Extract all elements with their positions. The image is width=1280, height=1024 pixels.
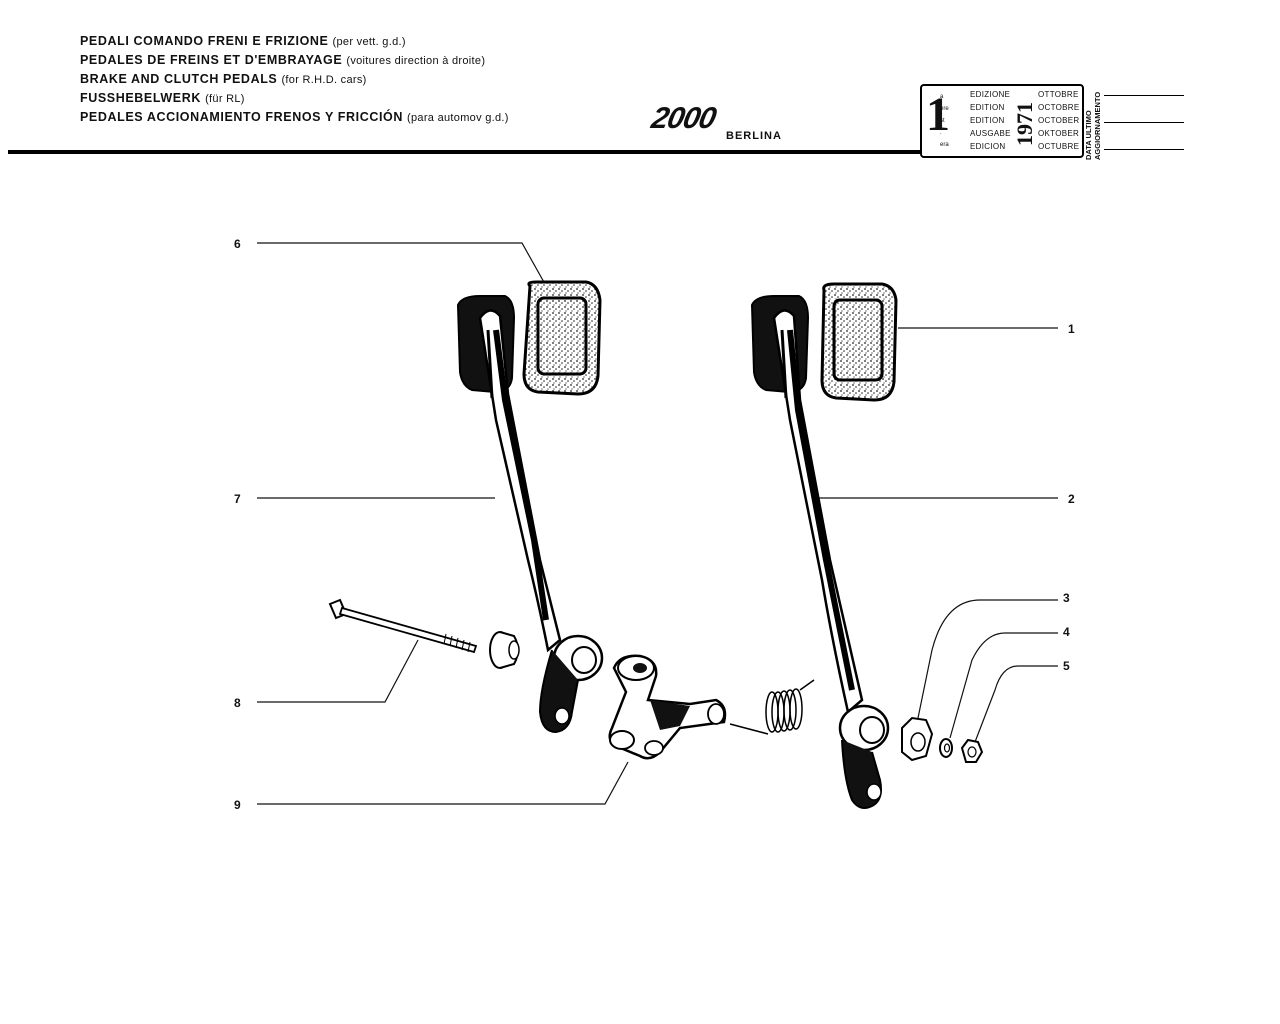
- leader-lines: [257, 242, 1058, 805]
- edition-month: OKTOBER: [1038, 129, 1080, 138]
- callout-7: 7: [234, 492, 241, 506]
- edition-suffix: st: [940, 118, 945, 124]
- callout-3: 3: [1063, 591, 1070, 605]
- edition-suffix: a: [940, 94, 944, 100]
- callout-4: 4: [1063, 625, 1070, 639]
- edition-suffix: ere: [940, 106, 949, 112]
- edition-month: OTTOBRE: [1038, 90, 1079, 99]
- leader-line-8: [257, 639, 419, 703]
- edition-word: EDIZIONE: [970, 90, 1011, 99]
- callout-9: 9: [234, 798, 241, 812]
- brand-logo: 2000 BERLINA: [649, 102, 781, 142]
- leader-line-5: [974, 665, 1058, 743]
- callout-5: 5: [1063, 659, 1070, 673]
- title-english: BRAKE AND CLUTCH PEDALS (for R.H.D. cars…: [80, 72, 367, 86]
- callout-6: 6: [234, 237, 241, 251]
- washer: [939, 738, 953, 758]
- header-rule: [8, 150, 920, 154]
- edition-suffix: era: [940, 142, 949, 148]
- leader-line-4: [949, 632, 1058, 739]
- bushing-nut: [901, 716, 934, 762]
- leader-line-6: [257, 242, 546, 285]
- update-date-line: [1104, 122, 1184, 123]
- title-spanish: PEDALES ACCIONAMIENTO FRENOS Y FRICCIÓN …: [80, 110, 509, 124]
- right-pedal-assembly: [750, 282, 898, 809]
- pedal-bushing: [489, 631, 520, 669]
- callout-labels: 6 1 7 2 3 4 5 8 9: [234, 237, 1075, 812]
- edition-box: 1 a ere st . era EDIZIONE EDITION EDITIO…: [920, 84, 1084, 158]
- edition-month: OCTUBRE: [1038, 142, 1080, 151]
- title-german: FUSSHEBELWERK (für RL): [80, 91, 245, 105]
- leader-line-3: [917, 599, 1058, 719]
- edition-suffix: .: [940, 130, 942, 136]
- title-block: PEDALI COMANDO FRENI E FRIZIONE (per vet…: [80, 32, 509, 127]
- hex-nut: [960, 738, 984, 763]
- edition-word: EDITION: [970, 116, 1005, 125]
- update-date-line: [1104, 149, 1184, 150]
- pivot-bolt: [328, 598, 478, 654]
- callout-8: 8: [234, 696, 241, 710]
- callout-2: 2: [1068, 492, 1075, 506]
- edition-month: OCTOBER: [1038, 116, 1080, 125]
- title-italian: PEDALI COMANDO FRENI E FRIZIONE (per vet…: [80, 34, 406, 48]
- callout-1: 1: [1068, 322, 1075, 336]
- update-date-line: [1104, 95, 1184, 96]
- title-french: PEDALES DE FREINS ET D'EMBRAYAGE (voitur…: [80, 53, 486, 67]
- edition-word: EDITION: [970, 103, 1005, 112]
- left-pedal-rubber: [522, 280, 602, 396]
- edition-number: 1: [926, 88, 950, 141]
- model-subtitle: BERLINA: [726, 130, 782, 142]
- return-spring: [729, 679, 815, 735]
- edition-word: EDICION: [970, 142, 1006, 151]
- left-pedal-assembly: [456, 280, 604, 734]
- leader-line-9: [257, 761, 629, 805]
- right-pedal-rubber: [820, 282, 898, 402]
- edition-month: OCTOBRE: [1038, 103, 1080, 112]
- edition-word: AUSGABE: [970, 129, 1011, 138]
- pedal-bracket: [608, 654, 727, 760]
